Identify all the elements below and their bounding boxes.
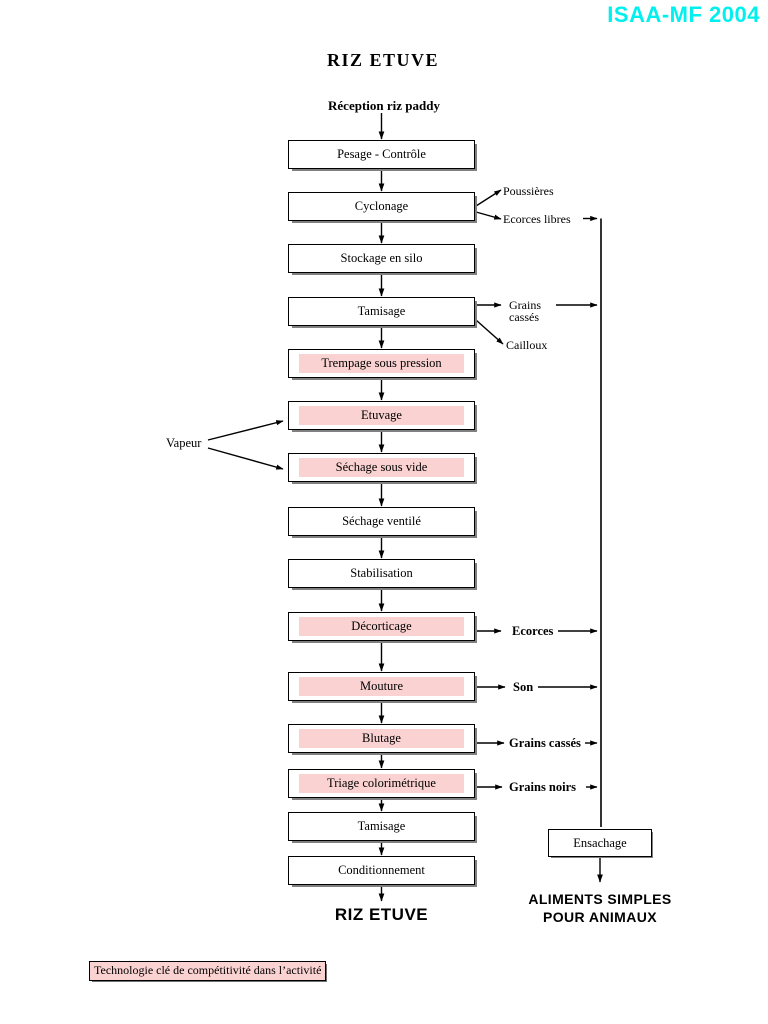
highlight-fill [299, 406, 464, 425]
step-label: Mouture [359, 679, 404, 694]
byproduct-label-grains-casses-line1: Grains [509, 298, 541, 312]
byproduct-label-ecorces-libres: Ecorces libres [503, 212, 571, 226]
highlight-fill [299, 354, 464, 373]
step-box-stockage-en-silo[interactable]: Stockage en silo [288, 244, 475, 273]
output-riz-etuve: RIZ ETUVE [334, 905, 429, 924]
step-label: Stockage en silo [340, 251, 423, 266]
step-label: Cyclonage [354, 199, 409, 214]
page-title-text: RIZ ETUVE [326, 50, 440, 70]
step-label: Etuvage [361, 408, 402, 423]
highlight-fill [299, 729, 464, 748]
step-box-sechage-sous-vide[interactable]: Séchage sous vide [288, 453, 475, 482]
step-box-ensachage[interactable]: Ensachage [548, 829, 652, 857]
step-label: Trempage sous pression [321, 356, 442, 371]
highlight-fill [299, 774, 464, 793]
step-box-sechage-ventile[interactable]: Séchage ventilé [288, 507, 475, 536]
step-label: Stabilisation [350, 566, 413, 581]
highlight-fill [299, 617, 464, 636]
step-label: Décorticage [351, 619, 412, 634]
output-animaux-line2: POUR ANIMAUX [543, 909, 657, 926]
step-label: Ensachage [573, 835, 627, 850]
byproduct-label-grains-casses-line2: cassés [509, 310, 539, 324]
step-label: Tamisage [357, 304, 406, 319]
output-aliments-animaux: ALIMENTS SIMPLES POUR ANIMAUX [488, 890, 712, 926]
step-box-conditionnement[interactable]: Conditionnement [288, 856, 475, 885]
step-label: Pesage - Contrôle [337, 147, 426, 162]
byproduct-label-poussieres: Poussières [503, 184, 554, 198]
step-box-etuvage[interactable]: Etuvage [288, 401, 475, 430]
step-box-stabilisation[interactable]: Stabilisation [288, 559, 475, 588]
highlight-fill [299, 677, 464, 696]
page-title: RIZ ETUVE [0, 50, 768, 71]
step-box-triage-colorimetrique[interactable]: Triage colorimétrique [288, 769, 475, 798]
step-box-pesage-controle[interactable]: Pesage - Contrôle [288, 140, 475, 169]
output-animaux-line1: ALIMENTS SIMPLES [528, 891, 672, 907]
start-label: Réception riz paddy [328, 98, 440, 113]
step-label: Triage colorimétrique [327, 776, 436, 791]
header-tag: ISAA-MF 2004 [607, 2, 760, 27]
step-label: Conditionnement [338, 863, 425, 878]
byproduct-label-cailloux: Cailloux [506, 338, 548, 352]
step-label: Séchage ventilé [342, 514, 421, 529]
step-box-decorticage[interactable]: Décorticage [288, 612, 475, 641]
step-box-trempage-sous-pression[interactable]: Trempage sous pression [288, 349, 475, 378]
step-label: Blutage [362, 731, 401, 746]
byproduct-label-grains-casses: Grains cassés [509, 736, 581, 750]
byproduct-label-ecorces: Ecorces [512, 624, 554, 638]
footnote-banner: Technologie clé de compétitivité dans l’… [89, 961, 327, 981]
step-box-blutage[interactable]: Blutage [288, 724, 475, 753]
step-box-tamisage-2[interactable]: Tamisage [288, 812, 475, 841]
byproduct-label-grains-noirs: Grains noirs [509, 780, 577, 794]
highlight-fill [299, 458, 464, 477]
step-box-cyclonage[interactable]: Cyclonage [288, 192, 475, 221]
step-box-mouture[interactable]: Mouture [288, 672, 475, 701]
step-label: Tamisage [357, 819, 406, 834]
step-box-tamisage-1[interactable]: Tamisage [288, 297, 475, 326]
step-label: Séchage sous vide [335, 460, 428, 475]
input-label-vapeur: Vapeur [166, 436, 202, 450]
byproduct-label-son: Son [513, 680, 534, 694]
